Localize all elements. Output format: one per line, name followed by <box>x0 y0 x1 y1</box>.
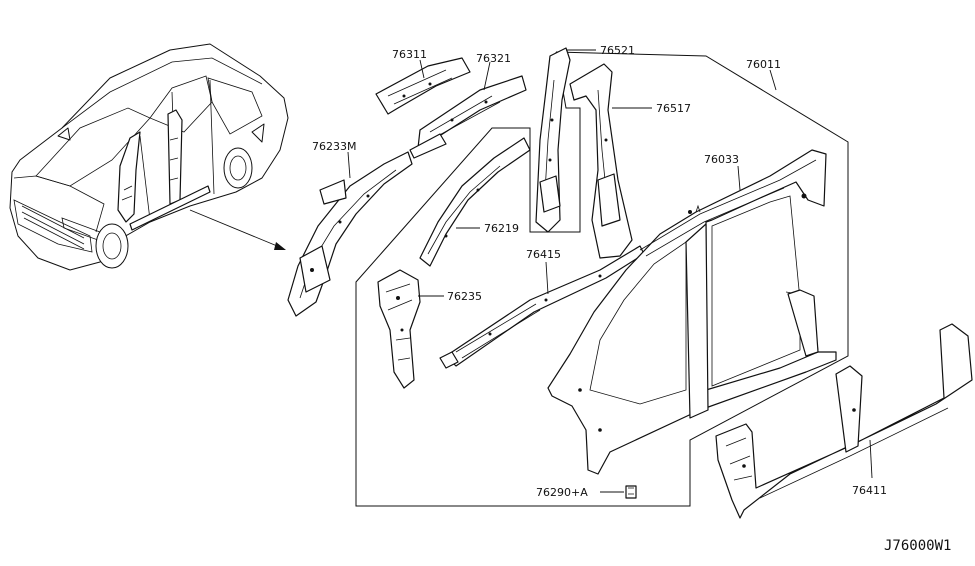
part-labels: 76311 76321 76521 76011 76517 76233M 760… <box>312 44 951 554</box>
label-76517[interactable]: 76517 <box>656 102 691 115</box>
label-76235[interactable]: 76235 <box>447 290 482 303</box>
label-76415[interactable]: 76415 <box>526 248 561 261</box>
label-76411[interactable]: 76411 <box>852 484 887 497</box>
part-76411[interactable] <box>715 323 973 519</box>
label-76219[interactable]: 76219 <box>484 222 519 235</box>
label-76290A[interactable]: 76290+A <box>536 486 588 499</box>
label-76011[interactable]: 76011 <box>746 58 781 71</box>
part-76033[interactable] <box>547 149 837 475</box>
part-76521[interactable] <box>535 47 596 233</box>
pointer-arrow <box>189 209 286 250</box>
diagram-code: J76000W1 <box>884 538 951 554</box>
part-76517[interactable] <box>569 63 652 259</box>
part-76321[interactable] <box>409 61 527 159</box>
label-76311[interactable]: 76311 <box>392 48 427 61</box>
part-76233M[interactable] <box>287 151 413 317</box>
part-76235[interactable] <box>377 269 444 389</box>
part-76311[interactable] <box>375 57 471 115</box>
part-76219[interactable] <box>419 137 531 267</box>
assembly-frames <box>355 51 849 507</box>
leader-76011 <box>769 69 777 91</box>
part-76290A[interactable] <box>600 485 637 499</box>
label-76233M[interactable]: 76233M <box>312 140 356 153</box>
vehicle-illustration <box>9 43 289 271</box>
label-76033[interactable]: 76033 <box>704 153 739 166</box>
label-76521[interactable]: 76521 <box>600 44 635 57</box>
label-76321[interactable]: 76321 <box>476 52 511 65</box>
